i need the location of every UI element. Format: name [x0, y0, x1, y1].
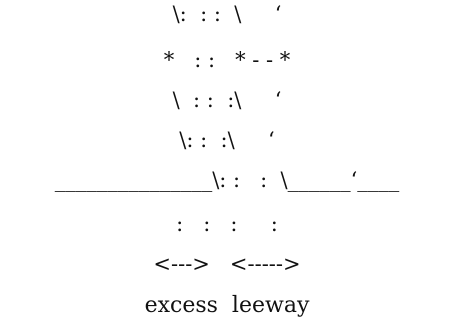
diagram-line-4: \: : :\ ‘	[179, 128, 275, 152]
diagram-line-1: \: : : \ ‘	[172, 2, 282, 26]
diagram-line-3: \ : : :\ ‘	[172, 88, 282, 112]
diagram-line-2: * : : * - - *	[163, 48, 291, 72]
diagram-caption: excess leeway	[144, 293, 310, 318]
diagram-markers: : : : :	[176, 212, 278, 236]
diagram-arrows: <---> <----->	[153, 252, 301, 276]
diagram-baseline: _______________\: : : \______‘____	[54, 168, 400, 192]
